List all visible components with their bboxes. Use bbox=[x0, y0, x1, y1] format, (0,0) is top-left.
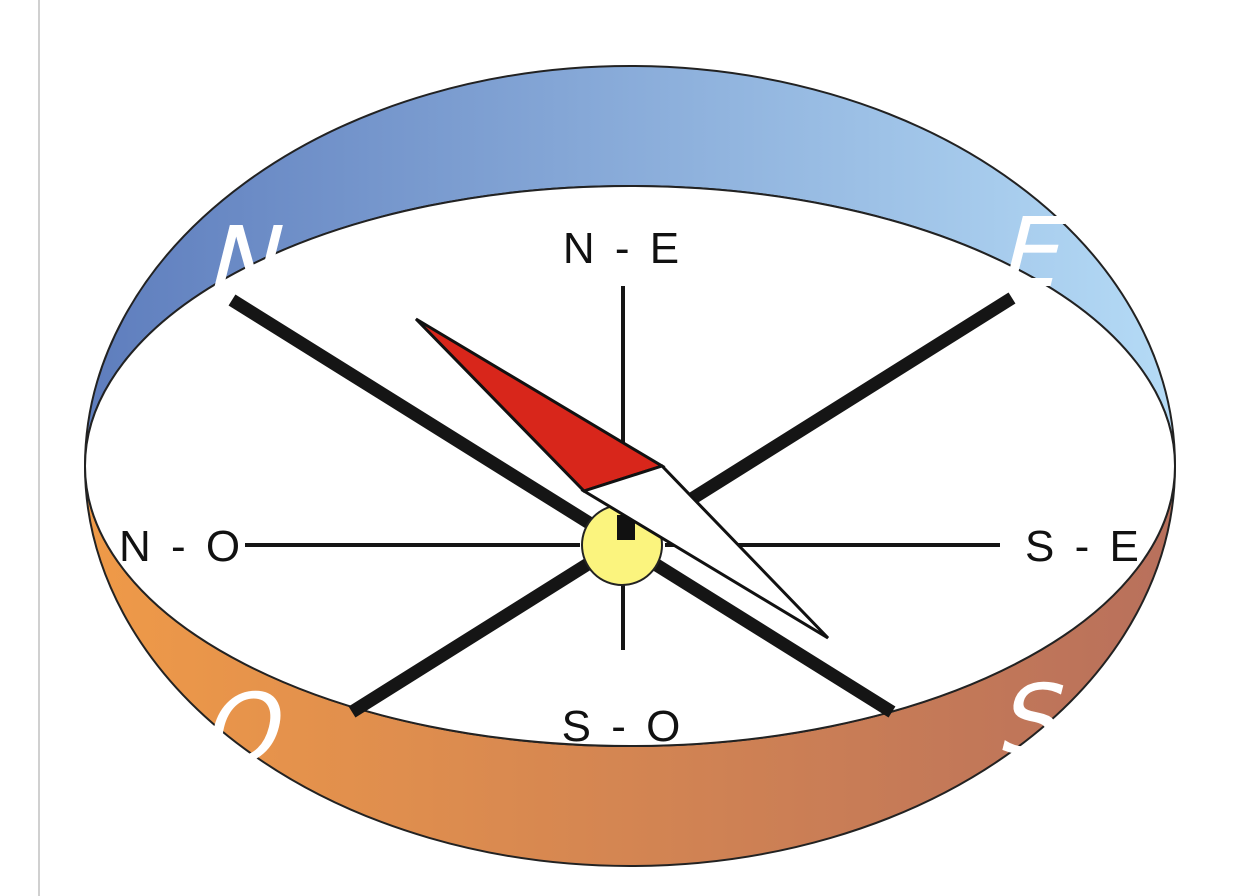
label-north-west: N - O bbox=[119, 522, 244, 571]
label-north-east: N - E bbox=[563, 224, 683, 273]
label-south-west: S - O bbox=[562, 702, 685, 751]
label-south-east: S - E bbox=[1025, 522, 1143, 571]
